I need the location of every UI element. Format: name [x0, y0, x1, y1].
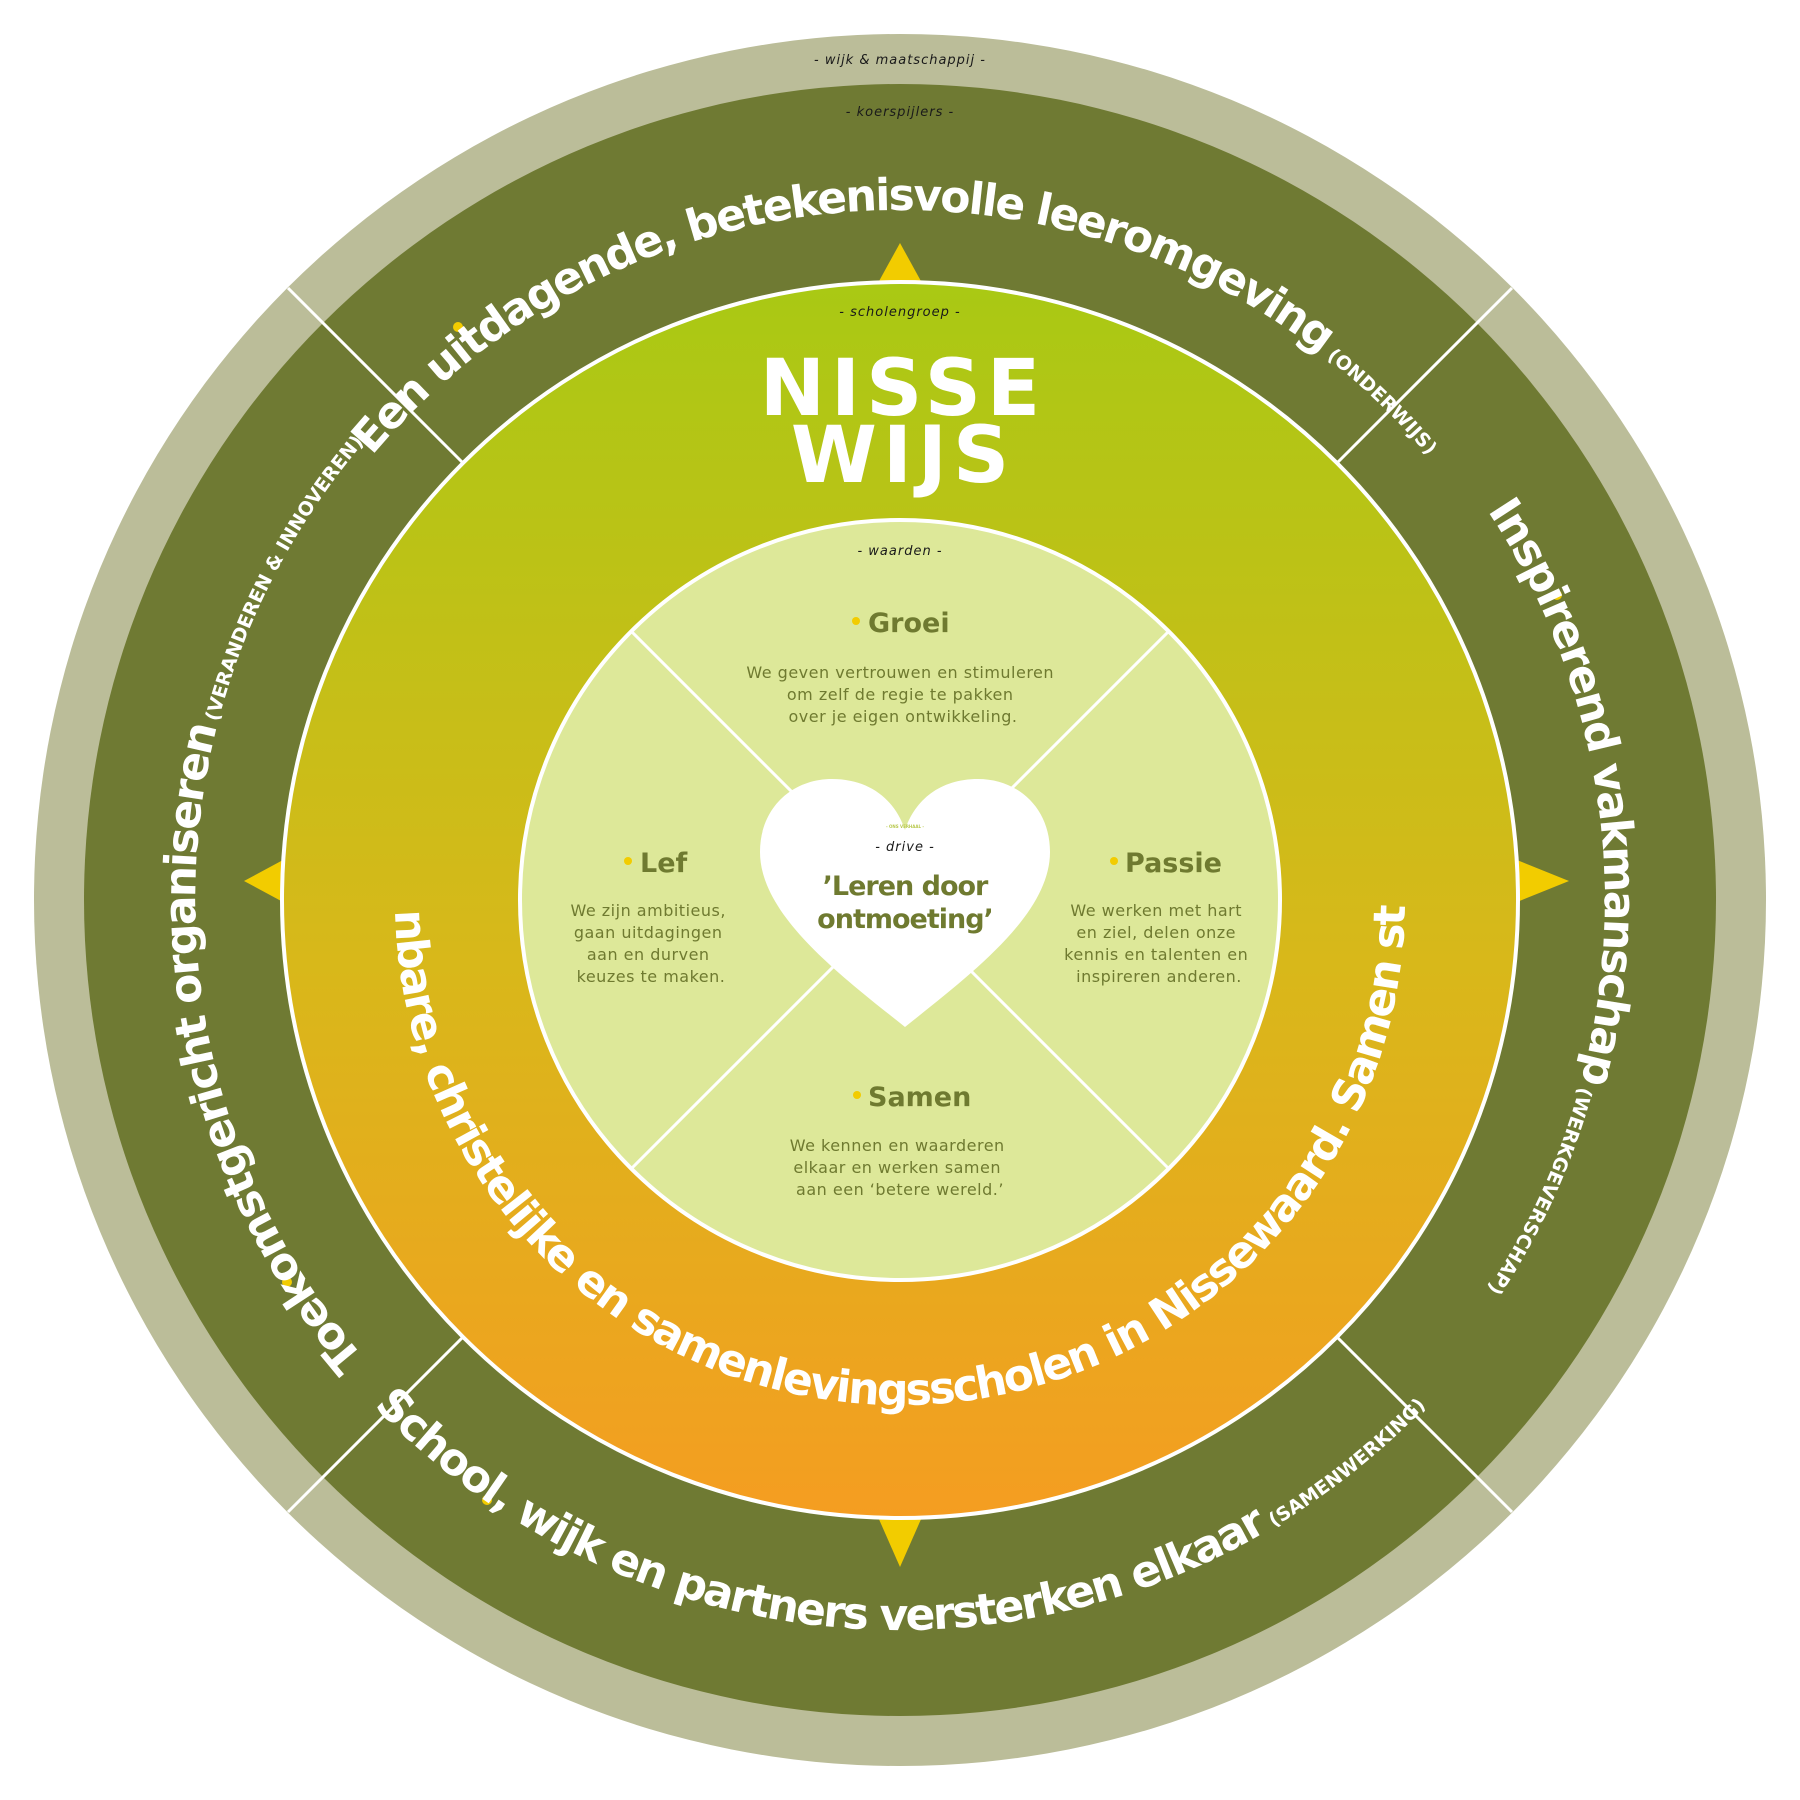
value-passie-desc: We werken met hart en ziel, delen onze k…: [1064, 901, 1254, 986]
logo-nisse: NISSE: [760, 344, 1046, 434]
value-lef-line: gaan uitdagingen: [574, 923, 723, 942]
value-lef-line: We zijn ambitieus,: [570, 901, 725, 920]
value-lef-desc: We zijn ambitieus, gaan uitdagingen aan …: [570, 901, 731, 986]
bullet-dot-werkgeverschap: [1552, 590, 1562, 600]
drive-label: - drive -: [875, 840, 935, 855]
bullet-dot-innoveren: [282, 1277, 292, 1287]
arrow-down-icon: [878, 1517, 922, 1567]
bullet-dot-samenwerking: [482, 1495, 492, 1505]
value-passie-title: Passie: [1125, 848, 1222, 879]
arrow-left-icon: [244, 860, 283, 902]
koers-ring-label: - koerspijlers -: [846, 105, 954, 120]
value-groei-line: over je eigen ontwikkeling.: [789, 707, 1018, 726]
value-samen-desc: We kennen en waarderen elkaar en werken …: [790, 1136, 1011, 1199]
value-passie: Passie We werken met hart en ziel, delen…: [1064, 848, 1254, 986]
drive-line-2: ontmoeting’: [817, 904, 993, 935]
value-lef-line: aan en durven: [587, 945, 710, 964]
value-passie-line: inspireren anderen.: [1076, 967, 1242, 986]
koerspijler-dividers: [286, 286, 1514, 1514]
scholengroep-label: - scholengroep -: [839, 305, 960, 320]
value-passie-line: We werken met hart: [1070, 901, 1242, 920]
arrow-right-icon: [1517, 860, 1569, 902]
value-groei-title: Groei: [868, 608, 950, 639]
value-groei: Groei We geven vertrouwen en stimuleren …: [746, 608, 1059, 726]
heart-icon: [760, 779, 1050, 1027]
value-samen-line: elkaar en werken samen: [793, 1158, 1001, 1177]
divider-top-left: [286, 286, 465, 465]
bullet-dot-passie: [1110, 857, 1118, 865]
value-lef-line: keuzes te maken.: [577, 967, 726, 986]
drive-line-1: ’Leren door: [823, 871, 989, 902]
drive-tiny-label: - ONS VERHAAL -: [886, 824, 924, 829]
value-samen-line: aan een ‘betere wereld.’: [796, 1180, 1004, 1199]
value-passie-line: en ziel, delen onze: [1076, 923, 1236, 942]
value-lef: Lef We zijn ambitieus, gaan uitdagingen …: [570, 848, 731, 986]
value-groei-desc: We geven vertrouwen en stimuleren om zel…: [746, 663, 1059, 726]
value-samen-line: We kennen en waarderen: [790, 1136, 1005, 1155]
outer-ring-label: - wijk & maatschappij -: [814, 53, 986, 68]
value-lef-title: Lef: [640, 848, 688, 879]
values-label: - waarden -: [857, 544, 942, 559]
value-samen: Samen We kennen en waarderen elkaar en w…: [790, 1082, 1011, 1199]
divider-bottom-left: [286, 1335, 465, 1514]
arrow-up-icon: [878, 243, 922, 283]
bullet-dot-samen: [853, 1091, 861, 1099]
value-samen-title: Samen: [868, 1082, 971, 1113]
logo-wijs: WIJS: [791, 411, 1015, 501]
value-passie-line: kennis en talenten en: [1064, 945, 1248, 964]
value-groei-line: om zelf de regie te pakken: [787, 685, 1014, 704]
bullet-dot-lef: [624, 857, 632, 865]
divider-top-right: [1335, 286, 1514, 465]
divider-bottom-right: [1335, 1335, 1514, 1514]
bullet-dot-groei: [852, 617, 860, 625]
bullet-dot-onderwijs: [453, 322, 463, 332]
value-groei-line: We geven vertrouwen en stimuleren: [746, 663, 1054, 682]
